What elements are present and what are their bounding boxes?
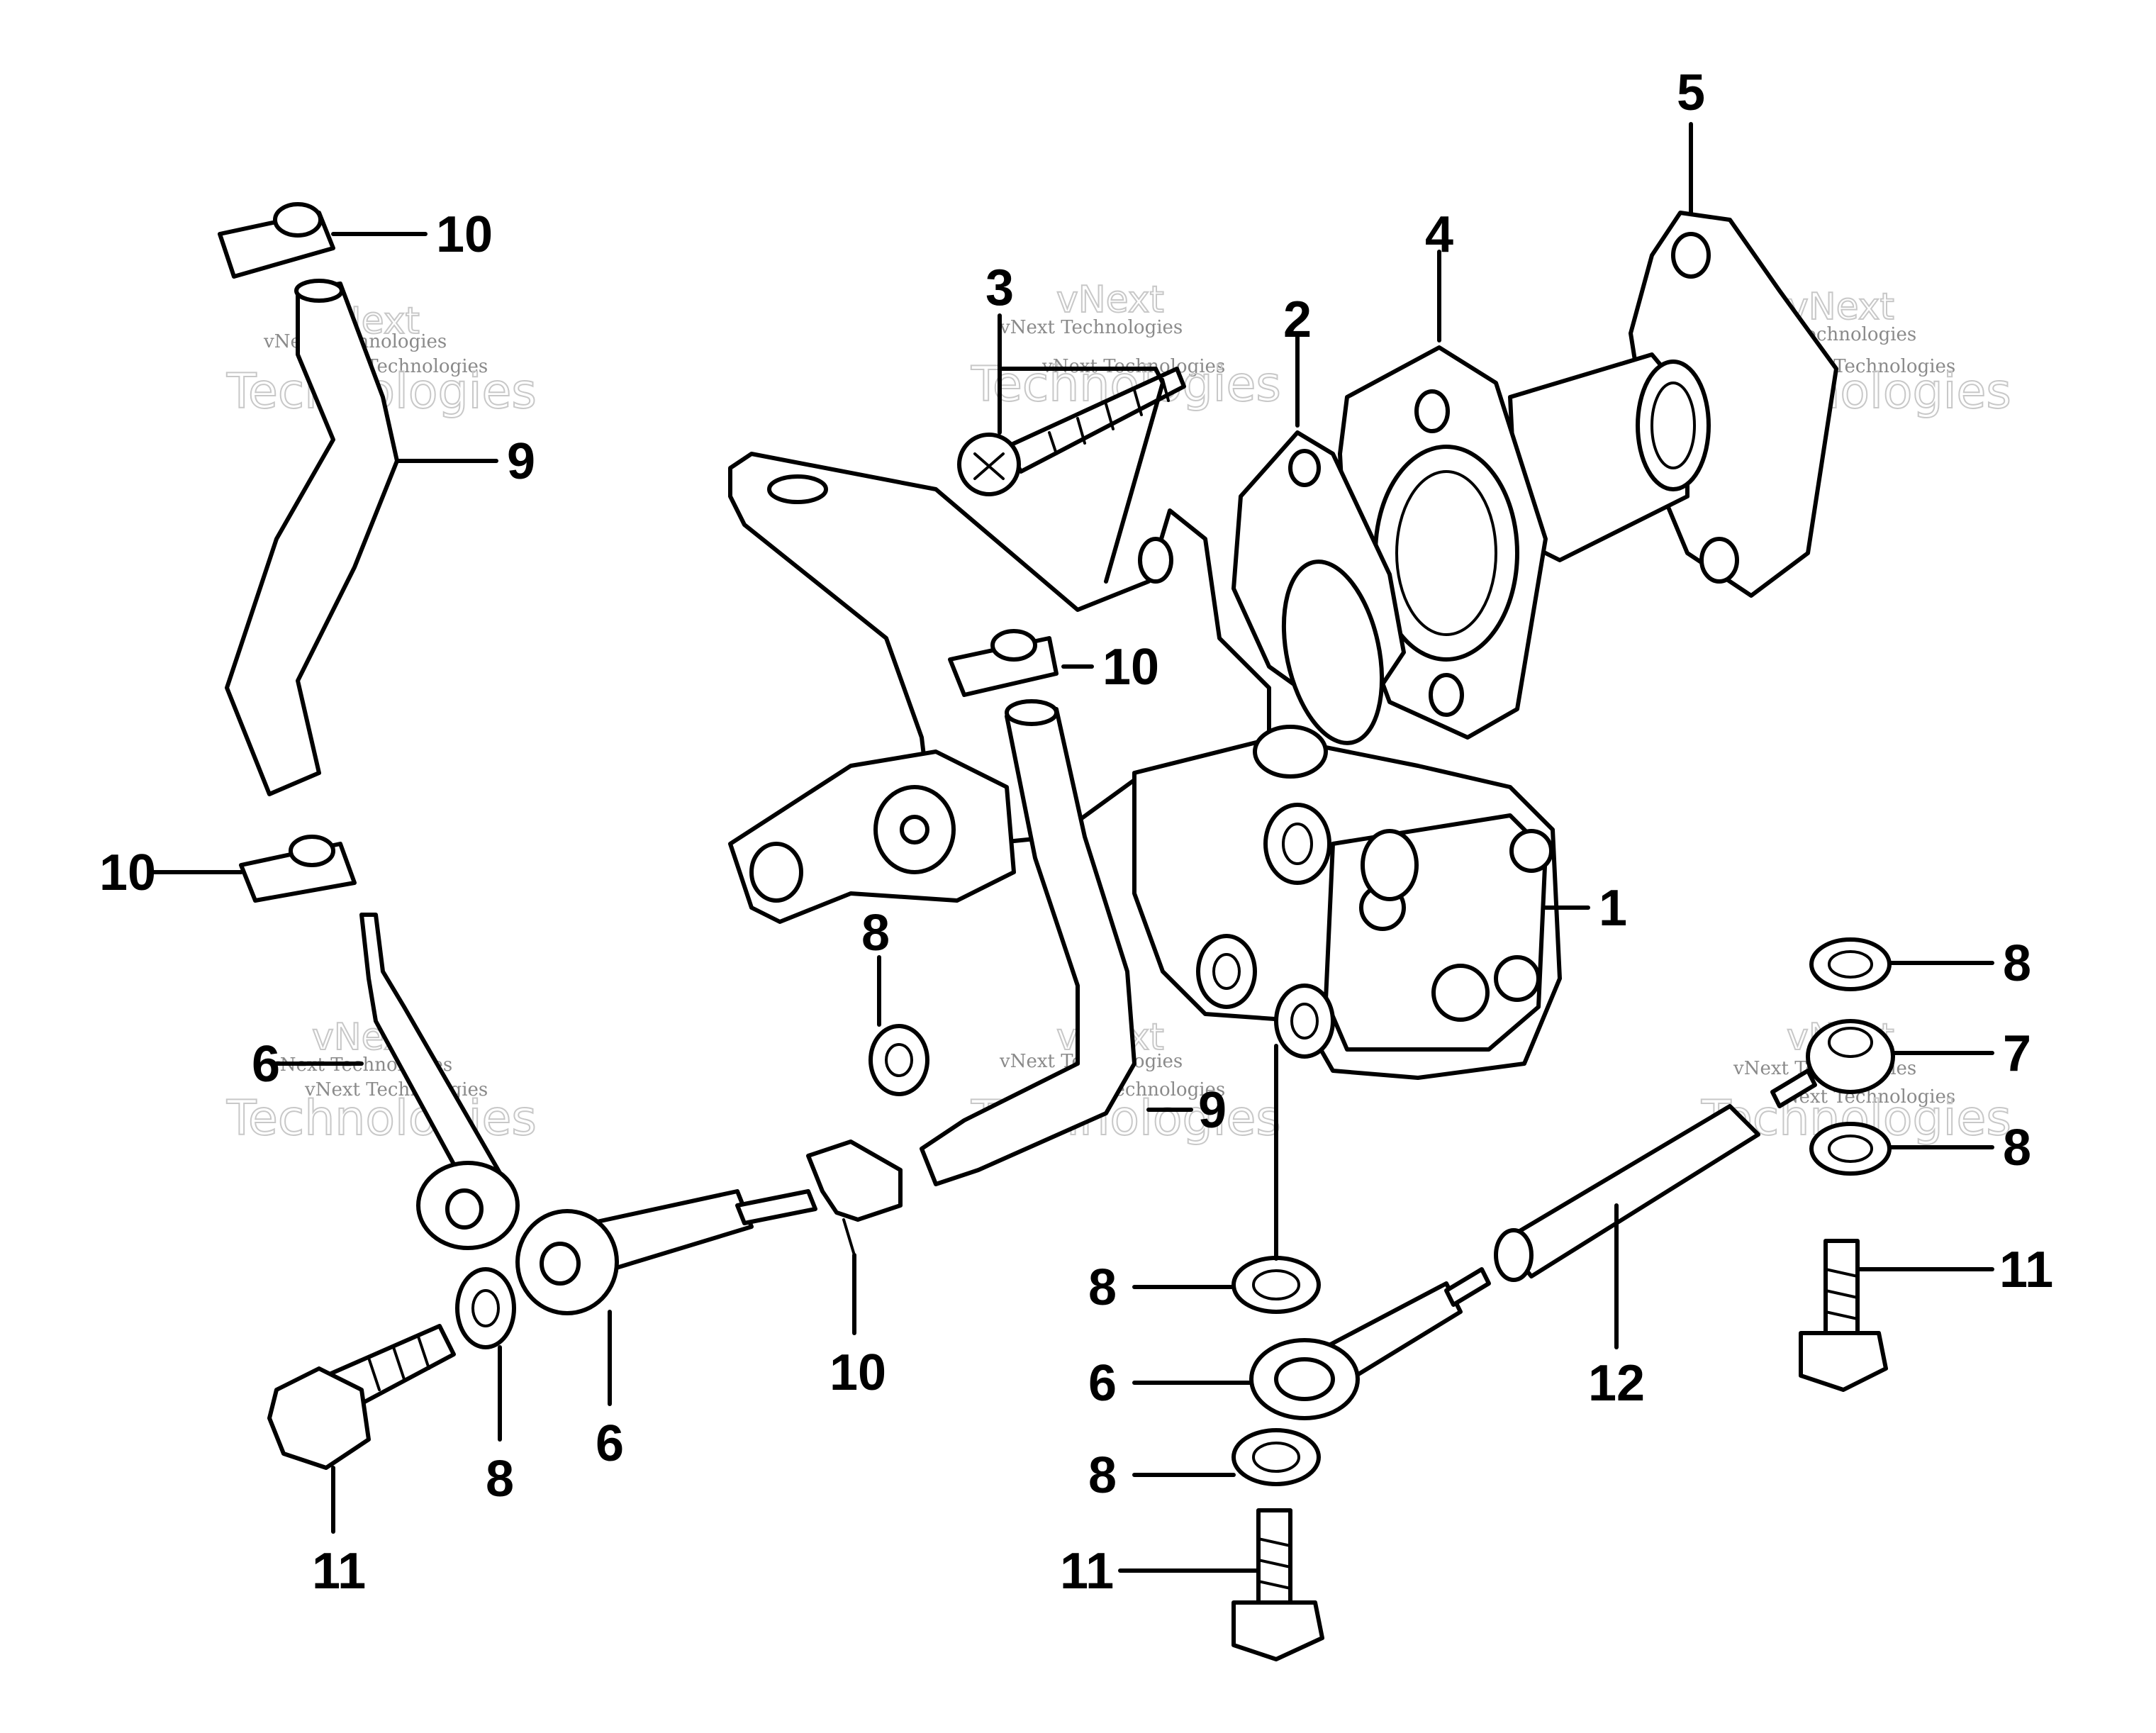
part-11-bolt-left: [267, 1324, 456, 1470]
callout-labels: 5 4 2 3 1 10 9 10 10 8 9 6 6 8 11 10 8 6…: [99, 65, 2053, 1600]
label-7: 7: [2003, 1025, 2031, 1082]
part-11-bolt-bottom: [1231, 1508, 1324, 1661]
part-9-hose-upper: [225, 279, 399, 796]
label-11-left: 11: [312, 1543, 366, 1600]
label-12: 12: [1588, 1355, 1645, 1412]
label-9-mid: 9: [1198, 1082, 1227, 1139]
part-2-gasket: [1231, 430, 1406, 745]
leader-lines: [150, 122, 1994, 1573]
part-11-bolt-right: [1799, 1239, 1888, 1392]
label-8-right-b: 8: [2003, 1120, 2031, 1176]
label-8-right-a: 8: [2003, 935, 2031, 992]
label-8-lower-a: 8: [1088, 1259, 1117, 1316]
label-6-right: 6: [1088, 1355, 1117, 1412]
part-3-screw: [957, 367, 1186, 496]
part-8-washer-mid-left: [868, 1024, 929, 1096]
label-11-bottom: 11: [1060, 1543, 1114, 1600]
part-10-clip-left: [239, 835, 357, 903]
part-6-banjo-right: [1249, 1267, 1491, 1420]
label-10-bracket: 10: [1102, 639, 1159, 696]
label-1: 1: [1599, 880, 1627, 937]
part-10-clip-bracket: [948, 629, 1059, 697]
label-6-mid: 6: [596, 1415, 624, 1472]
label-10-left: 10: [99, 845, 156, 901]
label-9-top: 9: [507, 433, 535, 490]
part-8-washer-left: [455, 1267, 516, 1349]
part-5-gasket-pipe: [1508, 211, 1838, 598]
part-7-cover: [1770, 1019, 1895, 1108]
label-6-left: 6: [252, 1036, 280, 1093]
svg-text:vNext Technologies: vNext Technologies: [999, 317, 1183, 338]
part-6-banjo-middle: [515, 1189, 817, 1315]
label-11-right: 11: [1999, 1242, 2053, 1298]
part-6-banjo-left: [359, 913, 520, 1250]
label-2: 2: [1283, 291, 1312, 348]
part-8-washer-upper-right-b: [1809, 1122, 1892, 1176]
svg-text:Technologies: Technologies: [226, 1091, 537, 1147]
label-5: 5: [1677, 65, 1705, 121]
lever-fitting: [728, 750, 1016, 924]
part-8-washer-lower-b: [1231, 1428, 1321, 1486]
label-8-left: 8: [486, 1451, 514, 1508]
part-10-clip-lower: [806, 1139, 903, 1256]
svg-text:vNext: vNext: [1056, 279, 1164, 321]
part-10-clip-top: [218, 202, 335, 279]
part-8-washer-lower-a: [1231, 1256, 1321, 1314]
part-12-pipe: [1494, 1104, 1760, 1282]
label-8-lower-b: 8: [1088, 1447, 1117, 1504]
part-9-hose-middle: [920, 699, 1136, 1186]
label-4: 4: [1425, 206, 1453, 263]
label-8-mid: 8: [861, 905, 890, 962]
label-3: 3: [985, 260, 1014, 316]
part-1-fuel-pump: [1132, 725, 1562, 1080]
part-8-washer-upper-right-a: [1809, 937, 1892, 991]
label-10-lower: 10: [830, 1344, 886, 1401]
label-10-top: 10: [436, 206, 493, 263]
